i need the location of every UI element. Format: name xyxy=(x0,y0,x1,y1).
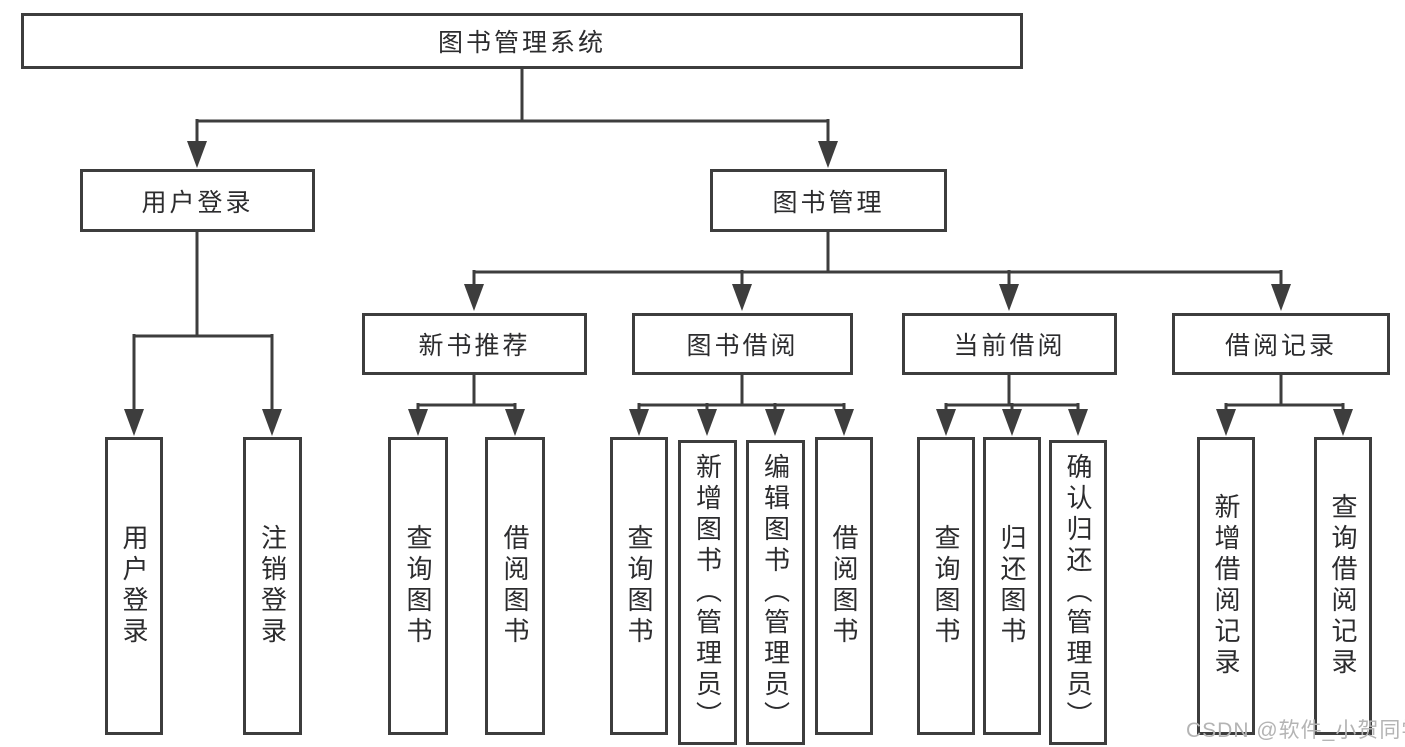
leaf-current-confirm-admin: 确认归还（管理员） xyxy=(1049,440,1107,745)
leaf-records-add: 新增借阅记录 xyxy=(1197,437,1255,735)
leaf-borrow-add-admin: 新增图书（管理员） xyxy=(678,440,737,745)
node-user-login: 用户登录 xyxy=(80,169,315,232)
arrow-down-icon xyxy=(818,141,838,168)
leaf-user-login: 用户登录 xyxy=(105,437,163,735)
node-new-book-recommend: 新书推荐 xyxy=(362,313,587,375)
arrow-down-icon xyxy=(408,409,428,436)
leaf-logout: 注销登录 xyxy=(243,437,302,735)
arrow-down-icon xyxy=(464,284,484,311)
arrow-down-icon xyxy=(629,409,649,436)
leaf-records-query: 查询借阅记录 xyxy=(1314,437,1372,735)
arrow-down-icon xyxy=(1271,284,1291,311)
arrow-down-icon xyxy=(1333,409,1353,436)
arrow-down-icon xyxy=(1002,409,1022,436)
arrow-down-icon xyxy=(262,409,282,436)
leaf-borrow-borrow: 借阅图书 xyxy=(815,437,873,735)
arrow-down-icon xyxy=(834,409,854,436)
arrow-down-icon xyxy=(999,284,1019,311)
node-current-borrow: 当前借阅 xyxy=(902,313,1117,375)
watermark: CSDN @软件_小贺同学 xyxy=(1186,719,1405,742)
arrow-down-icon xyxy=(124,409,144,436)
arrow-down-icon xyxy=(1216,409,1236,436)
leaf-current-query: 查询图书 xyxy=(917,437,975,735)
arrow-down-icon xyxy=(765,409,785,436)
arrow-down-icon xyxy=(1068,409,1088,436)
node-root: 图书管理系统 xyxy=(21,13,1023,69)
leaf-borrow-query: 查询图书 xyxy=(610,437,668,735)
arrow-down-icon xyxy=(697,409,717,436)
node-book-borrow: 图书借阅 xyxy=(632,313,853,375)
arrow-down-icon xyxy=(732,284,752,311)
arrow-down-icon xyxy=(187,141,207,168)
leaf-borrow-edit-admin: 编辑图书（管理员） xyxy=(746,440,805,745)
leaf-current-return: 归还图书 xyxy=(983,437,1041,735)
arrow-down-icon xyxy=(936,409,956,436)
leaf-newbooks-borrow: 借阅图书 xyxy=(485,437,545,735)
leaf-newbooks-query: 查询图书 xyxy=(388,437,448,735)
node-book-management: 图书管理 xyxy=(710,169,947,232)
node-borrow-records: 借阅记录 xyxy=(1172,313,1390,375)
arrow-down-icon xyxy=(505,409,525,436)
